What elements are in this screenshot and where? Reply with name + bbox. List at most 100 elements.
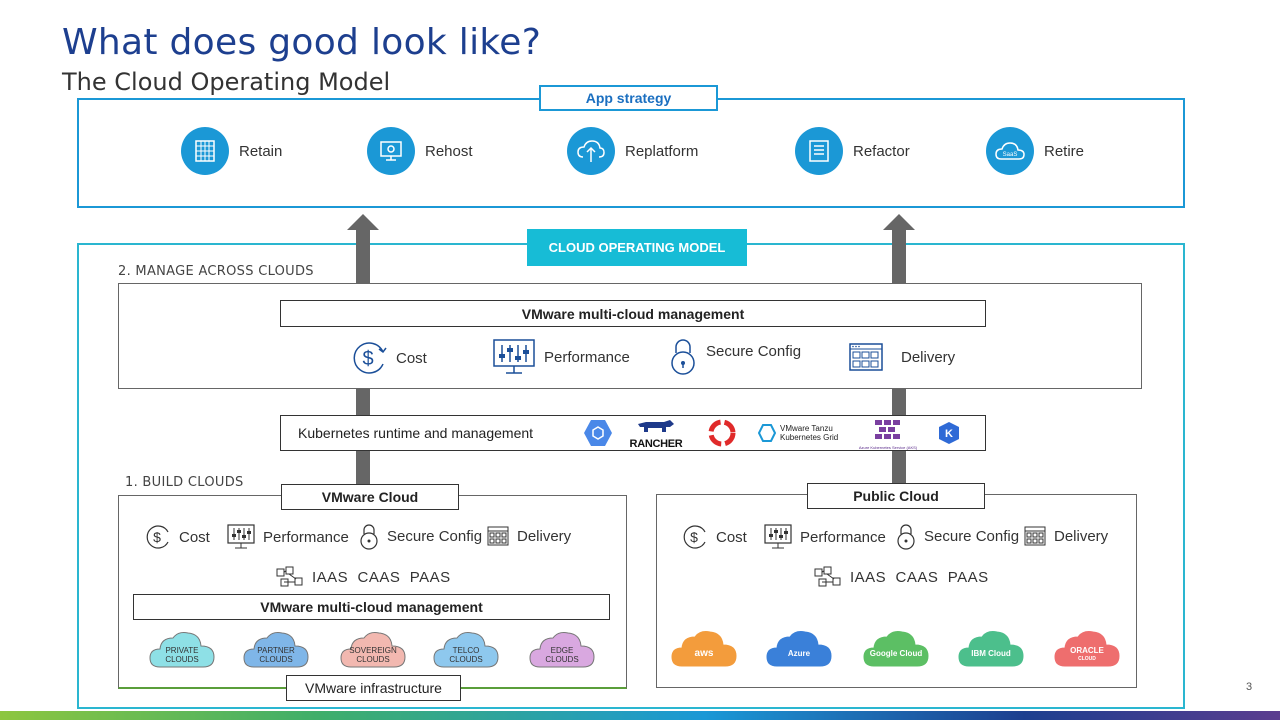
- vmc-delivery: Delivery: [487, 526, 571, 546]
- cloud-operating-model-label: CLOUD OPERATING MODEL: [527, 229, 747, 266]
- eks-logo-icon: K: [937, 421, 961, 450]
- aks-cubes-icon: [875, 420, 900, 439]
- gke-logo-icon: [583, 419, 613, 452]
- manage-item-secure-config: Secure Config: [668, 336, 801, 376]
- vmc-services-label: IAAS CAAS PAAS: [312, 568, 451, 586]
- strategy-item-rehost: Rehost: [367, 127, 473, 175]
- svg-text:SaaS: SaaS: [1003, 152, 1018, 158]
- svg-text:$: $: [153, 529, 161, 545]
- manage-item-cost: $ Cost: [350, 340, 427, 376]
- pc-performance: Performance: [764, 524, 886, 550]
- provider-azure: Azure: [765, 629, 833, 669]
- public-cloud-title: Public Cloud: [807, 483, 985, 509]
- padlock-icon: [897, 524, 915, 550]
- tanzu-icon: [758, 424, 776, 442]
- strategy-item-retire: SaaS Retire: [986, 127, 1084, 175]
- vmc-cost: $ Cost: [145, 524, 210, 550]
- list-document-icon: [795, 127, 843, 175]
- saas-cloud-icon: SaaS: [986, 127, 1034, 175]
- vmc-cost-label: Cost: [179, 528, 210, 546]
- kubernetes-bar: [280, 415, 986, 451]
- manage-item-label: Cost: [396, 349, 427, 367]
- vmc-secure-config: Secure Config: [359, 522, 482, 550]
- strategy-label: Refactor: [853, 142, 910, 160]
- padlock-icon: [360, 524, 378, 550]
- tanzu-line-1: VMware Tanzu: [780, 424, 833, 433]
- strategy-label: Rehost: [425, 142, 473, 160]
- strategy-item-replatform: Replatform: [567, 127, 698, 175]
- strategy-label: Retain: [239, 142, 283, 160]
- dollar-cycle-icon: $: [353, 342, 387, 374]
- grid-window-icon: [1024, 526, 1046, 546]
- provider-ibm-cloud: IBM Cloud: [957, 629, 1025, 669]
- app-strategy-label: App strategy: [539, 85, 718, 111]
- server-rack-icon: [181, 127, 229, 175]
- pc-performance-label: Performance: [800, 528, 886, 546]
- rancher-label: RANCHER: [629, 438, 683, 450]
- manage-panel: [118, 283, 1142, 389]
- manage-item-delivery: Delivery: [849, 342, 955, 372]
- tanzu-logo: VMware Tanzu Kubernetes Grid: [758, 424, 838, 442]
- vmware-cloud-features: $ Cost Performance Secure Config Deliver…: [145, 524, 615, 550]
- padlock-icon: [671, 339, 695, 375]
- footer-gradient-bar: [0, 711, 1280, 720]
- aks-label: Azure Kubernetes Service (AKS): [858, 445, 918, 450]
- provider-aws: aws: [670, 629, 738, 669]
- vmware-cloud-title: VMware Cloud: [281, 484, 459, 510]
- strategy-label: Retire: [1044, 142, 1085, 160]
- network-nodes-icon: [276, 566, 303, 587]
- pc-secure-config: Secure Config: [896, 522, 1019, 550]
- page-title: What does good look like?: [62, 22, 542, 63]
- arrow-up-icon: [883, 214, 915, 230]
- dashboard-sliders-icon: [493, 339, 535, 374]
- build-section-label: 1. BUILD CLOUDS: [125, 475, 244, 490]
- vmc-services: IAAS CAAS PAAS: [276, 566, 451, 588]
- page-number: 3: [1246, 681, 1253, 693]
- dollar-cycle-icon: $: [683, 525, 706, 549]
- pc-delivery: Delivery: [1024, 526, 1108, 546]
- provider-label: Azure: [787, 649, 811, 658]
- svg-text:$: $: [362, 348, 373, 370]
- manage-section-label: 2. MANAGE ACROSS CLOUDS: [118, 264, 314, 279]
- dollar-cycle-icon: $: [146, 525, 169, 549]
- pc-services: IAAS CAAS PAAS: [814, 566, 989, 588]
- vmc-performance: Performance: [227, 524, 349, 550]
- svg-text:K: K: [945, 428, 953, 440]
- network-nodes-icon: [814, 566, 841, 587]
- vmc-mgmt-title: VMware multi-cloud management: [133, 594, 610, 620]
- tanzu-line-2: Kubernetes Grid: [780, 433, 839, 442]
- dashboard-sliders-icon: [764, 524, 792, 549]
- strategy-label: Replatform: [625, 142, 699, 160]
- provider-google-cloud: Google Cloud: [862, 629, 930, 669]
- provider-label: IBM Cloud: [971, 649, 1011, 658]
- manage-item-performance: Performance: [492, 338, 630, 376]
- strategy-item-refactor: Refactor: [795, 127, 910, 175]
- arrow-up-icon: [347, 214, 379, 230]
- pc-cost-label: Cost: [716, 528, 747, 546]
- pc-services-label: IAAS CAAS PAAS: [850, 568, 989, 586]
- openshift-logo-icon: [706, 418, 738, 453]
- manage-item-label: Delivery: [901, 348, 956, 366]
- cloud-upload-icon: [567, 127, 615, 175]
- kubernetes-label: Kubernetes runtime and management: [298, 425, 534, 441]
- pc-delivery-label: Delivery: [1054, 527, 1109, 545]
- grid-window-icon: [487, 526, 509, 546]
- rancher-logo: RANCHER: [628, 420, 684, 450]
- strategy-item-retain: Retain: [181, 127, 282, 175]
- manage-item-label: Secure Config: [706, 342, 802, 360]
- provider-label: aws: [694, 648, 714, 659]
- public-cloud-features: $ Cost Performance Secure Config Deliver…: [682, 524, 1132, 550]
- vmc-performance-label: Performance: [263, 528, 349, 546]
